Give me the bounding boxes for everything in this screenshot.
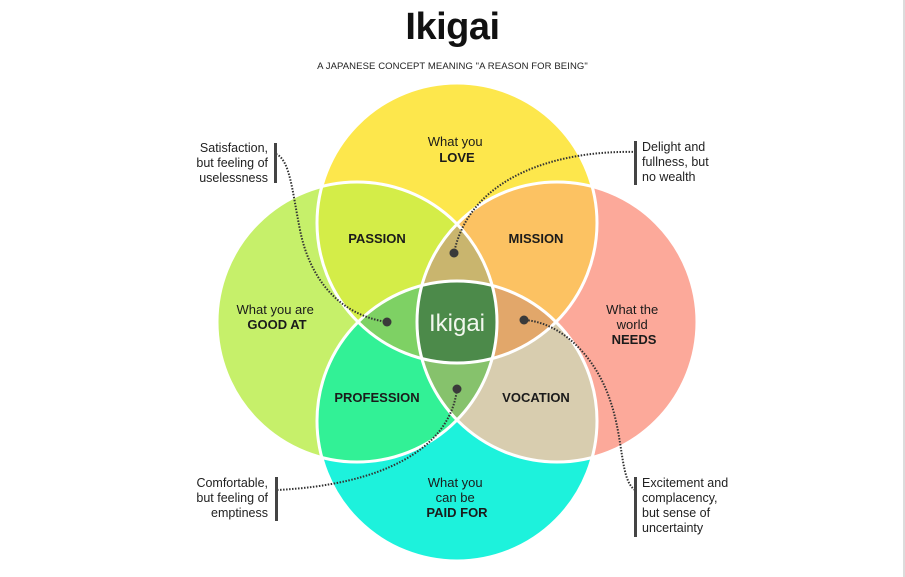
outline-paid-for	[315, 279, 599, 563]
annotation-line: but sense of	[642, 506, 711, 520]
passion-label: PASSION	[348, 231, 406, 246]
ikigai-center-label: Ikigai	[429, 310, 485, 337]
annotation-line: uselessness	[199, 171, 268, 185]
needs-label-line3: NEEDS	[612, 332, 657, 347]
outline-good-at	[215, 180, 499, 464]
annotation-line: fullness, but	[642, 155, 709, 169]
connector-top-left	[275, 153, 388, 323]
dot-icon	[519, 315, 529, 325]
annotation-line: Satisfaction,	[199, 141, 268, 155]
bracket-top-right	[634, 141, 637, 185]
circle-outlines	[215, 81, 699, 563]
annotation-line: Delight and	[642, 140, 706, 154]
annotation-line: Comfortable,	[196, 476, 268, 490]
connectors	[275, 150, 637, 491]
annotation-line: uncertainty	[642, 521, 704, 535]
paid-for-label-line2: can be	[436, 490, 475, 505]
dot-icon	[449, 248, 459, 258]
annotation-top-left: Satisfaction, but feeling of uselessness	[196, 141, 268, 186]
love-label: What you LOVE	[428, 134, 487, 165]
page-title: Ikigai	[405, 6, 500, 48]
paid-for-label: What you can be PAID FOR	[426, 475, 488, 520]
dot-icon	[452, 384, 462, 394]
annotation-top-right: Delight and fullness, but no wealth	[642, 140, 709, 185]
annotation-line: complacency,	[642, 491, 718, 505]
good-at-label-line1: What you are	[237, 302, 314, 317]
annotation-line: Excitement and	[642, 476, 729, 490]
needs-label-line1: What the	[606, 302, 658, 317]
annotation-line: emptiness	[211, 506, 268, 520]
annotation-line: but feeling of	[196, 491, 268, 505]
annotation-line: no wealth	[642, 170, 696, 184]
bracket-top-left	[274, 143, 277, 183]
annotation-bottom-left: Comfortable, but feeling of emptiness	[196, 476, 268, 521]
bracket-bottom-right	[634, 477, 637, 537]
dot-icon	[382, 317, 392, 327]
outline-love	[315, 81, 599, 365]
needs-label-line2: world	[616, 317, 648, 332]
annotation-line: but feeling of	[196, 156, 268, 170]
love-label-line1: What you	[428, 134, 483, 149]
page-subtitle: A JAPANESE CONCEPT MEANING "A REASON FOR…	[317, 61, 588, 72]
annotation-bottom-right: Excitement and complacency, but sense of…	[642, 476, 728, 536]
connector-dots	[382, 248, 529, 394]
mission-label: MISSION	[509, 231, 564, 246]
vocation-label: VOCATION	[502, 390, 570, 405]
needs-label: What the world NEEDS	[606, 302, 662, 347]
good-at-label-line2: GOOD AT	[247, 317, 306, 332]
connector-bottom-right	[523, 319, 636, 491]
paid-for-label-line3: PAID FOR	[426, 505, 488, 520]
bracket-bottom-left	[275, 477, 278, 521]
right-edge-border	[903, 0, 905, 577]
paid-for-label-line1: What you	[428, 475, 483, 490]
profession-label: PROFESSION	[334, 390, 419, 405]
outline-needs	[415, 180, 699, 464]
love-label-line2: LOVE	[439, 150, 475, 165]
connector-bottom-left	[276, 388, 458, 491]
good-at-label: What you are GOOD AT	[237, 302, 318, 332]
